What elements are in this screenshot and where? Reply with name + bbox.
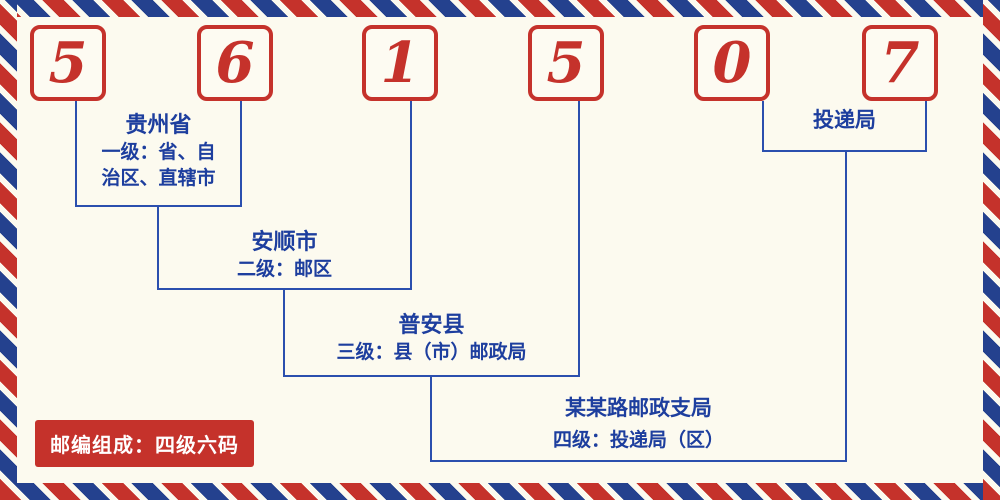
- postal-digit-5: 0: [712, 30, 752, 96]
- level3-region-name: 普安县: [398, 312, 465, 337]
- airmail-stripe-border-top: [0, 0, 1000, 17]
- level2-label: 安顺市 二级：邮区: [157, 227, 412, 283]
- connector-line: [430, 460, 847, 462]
- level2-region-name: 安顺市: [251, 229, 318, 254]
- connector-line: [283, 288, 285, 375]
- postal-digit-box-6: 7: [862, 25, 938, 101]
- level4-desc: 四级：投递局（区）: [552, 430, 724, 451]
- airmail-stripe-border-left: [0, 0, 17, 500]
- connector-line: [75, 101, 77, 205]
- postal-digit-box-3: 1: [362, 25, 438, 101]
- postal-digit-2: 6: [215, 30, 255, 96]
- connector-line: [762, 101, 764, 150]
- level4-label: 某某路邮政支局 四级：投递局（区）: [430, 394, 847, 454]
- delivery-office-name: 投递局: [813, 109, 876, 132]
- postal-digit-box-1: 5: [30, 25, 106, 101]
- level1-desc-line1: 一级：省、自: [101, 142, 216, 163]
- connector-line: [845, 150, 847, 460]
- level1-region-name: 贵州省: [125, 112, 192, 137]
- airmail-stripe-border-bottom: [0, 483, 1000, 500]
- composition-badge: 邮编组成：四级六码: [35, 420, 254, 467]
- delivery-office-label: 投递局: [762, 106, 927, 136]
- postal-digit-box-2: 6: [197, 25, 273, 101]
- postal-digit-box-4: 5: [528, 25, 604, 101]
- connector-line: [240, 101, 242, 205]
- connector-line: [430, 375, 432, 460]
- postal-digit-box-5: 0: [694, 25, 770, 101]
- level1-desc-line2: 治区、直辖市: [101, 168, 216, 189]
- connector-line: [925, 101, 927, 150]
- postal-digit-3: 1: [380, 30, 420, 96]
- connector-line: [410, 101, 412, 288]
- level1-label: 贵州省 一级：省、自 治区、直辖市: [75, 110, 242, 192]
- level3-desc: 三级：县（市）邮政局: [336, 342, 527, 363]
- postal-digit-1: 5: [48, 30, 88, 96]
- airmail-stripe-border-right: [983, 0, 1000, 500]
- postal-digit-4: 5: [546, 30, 586, 96]
- postal-digit-6: 7: [880, 30, 920, 96]
- level2-desc: 二级：邮区: [236, 259, 332, 280]
- connector-line: [157, 205, 159, 288]
- level4-branch-name: 某某路邮政支局: [565, 397, 712, 420]
- connector-line: [578, 101, 580, 375]
- connector-line: [762, 150, 927, 152]
- level3-label: 普安县 三级：县（市）邮政局: [283, 310, 580, 366]
